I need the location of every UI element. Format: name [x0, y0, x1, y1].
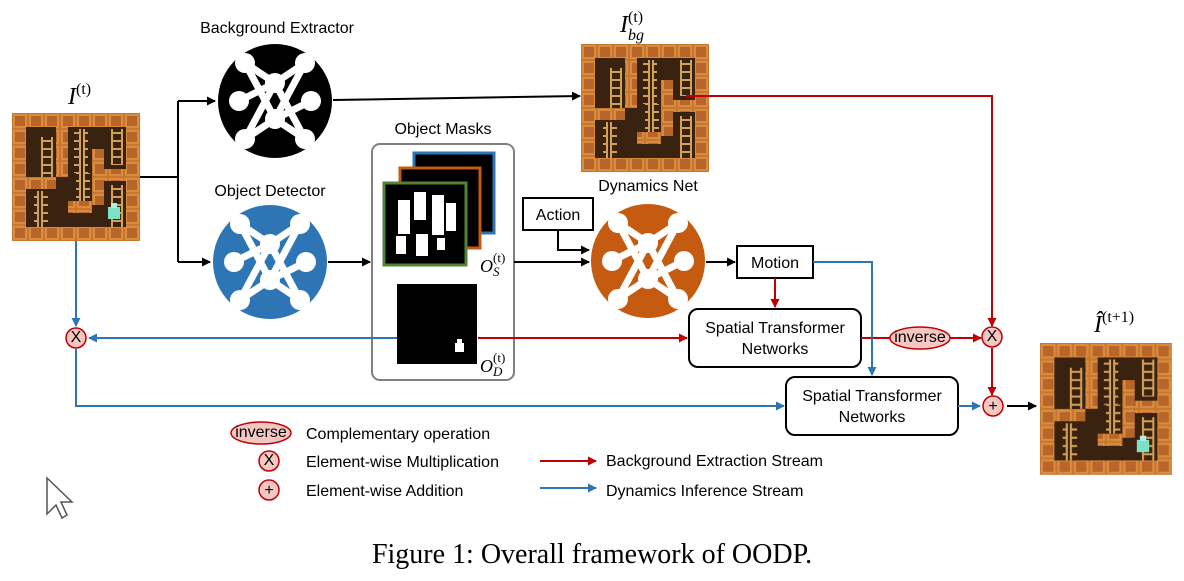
multiply-op-left: X — [65, 327, 87, 349]
legend-inverse: inverse Complementary operation — [230, 421, 490, 445]
motion-box: Motion — [736, 245, 814, 279]
dynamics-inference-stream — [71, 241, 981, 411]
object-detector-node — [213, 205, 327, 319]
svg-text:Motion: Motion — [751, 255, 799, 272]
spatial-transformer-bottom-box: Spatial Transformer Networks — [785, 376, 959, 436]
svg-text:X: X — [264, 452, 275, 469]
figure-caption: Figure 1: Overall framework of OODP. — [372, 539, 812, 570]
dynamics-net-label: Dynamics Net — [598, 178, 698, 195]
background-frame-label: I(t) — [619, 9, 643, 38]
legend: inverse Complementary operation X Elemen… — [230, 421, 823, 501]
black-connectors — [140, 91, 1037, 411]
multiply-op-right: X — [981, 326, 1003, 348]
mouse-pointer-icon — [46, 476, 74, 520]
static-mask-stack — [382, 151, 496, 267]
background-frame-sub: bg — [628, 27, 644, 44]
dynamic-mask-sub: D — [492, 364, 503, 379]
svg-text:Spatial Transformer: Spatial Transformer — [705, 320, 845, 337]
predicted-agent-sprite — [1136, 435, 1150, 453]
predicted-frame-image — [1040, 343, 1172, 475]
svg-text:Networks: Networks — [742, 341, 809, 358]
svg-text:+: + — [264, 482, 273, 499]
background-extractor-label: Background Extractor — [200, 20, 355, 37]
svg-text:Networks: Networks — [839, 409, 906, 426]
svg-text:Element-wise Addition: Element-wise Addition — [306, 483, 463, 500]
svg-text:Element-wise Multiplication: Element-wise Multiplication — [306, 454, 499, 471]
agent-sprite — [108, 203, 120, 219]
action-box: Action — [522, 197, 594, 231]
svg-text:Action: Action — [536, 207, 580, 224]
legend-dyn-stream: Dynamics Inference Stream — [540, 483, 803, 500]
background-frame-image — [581, 44, 709, 172]
legend-addition: + Element-wise Addition — [258, 479, 463, 501]
static-mask-sub: S — [493, 264, 500, 279]
legend-bg-stream: Background Extraction Stream — [540, 453, 823, 470]
dynamics-net-node — [591, 204, 705, 318]
svg-text:X: X — [71, 329, 82, 346]
add-op: + — [982, 395, 1004, 417]
legend-multiplication: X Element-wise Multiplication — [258, 450, 499, 472]
svg-text:inverse: inverse — [235, 424, 287, 441]
svg-text:Dynamics Inference Stream: Dynamics Inference Stream — [606, 483, 803, 500]
svg-text:+: + — [988, 398, 997, 415]
object-masks-label: Object Masks — [395, 121, 492, 138]
spatial-transformer-top-box: Spatial Transformer Networks — [688, 308, 862, 368]
dynamic-mask — [397, 284, 477, 364]
background-extraction-stream — [478, 95, 997, 396]
svg-text:Complementary operation: Complementary operation — [306, 426, 490, 443]
input-frame-label: I(t) — [67, 81, 91, 110]
inverse-op: inverse — [889, 326, 951, 350]
static-mask-label: O(t) — [480, 250, 505, 276]
object-detector-label: Object Detector — [214, 183, 326, 200]
svg-text:X: X — [987, 328, 998, 345]
input-frame-image — [12, 113, 140, 241]
dynamic-mask-label: O(t) — [480, 350, 505, 376]
background-extractor-node — [218, 44, 332, 158]
predicted-frame-label: Î(t+1) — [1093, 309, 1134, 338]
svg-text:inverse: inverse — [894, 329, 946, 346]
svg-text:Spatial Transformer: Spatial Transformer — [802, 388, 942, 405]
svg-text:Background Extraction Stream: Background Extraction Stream — [606, 453, 823, 470]
